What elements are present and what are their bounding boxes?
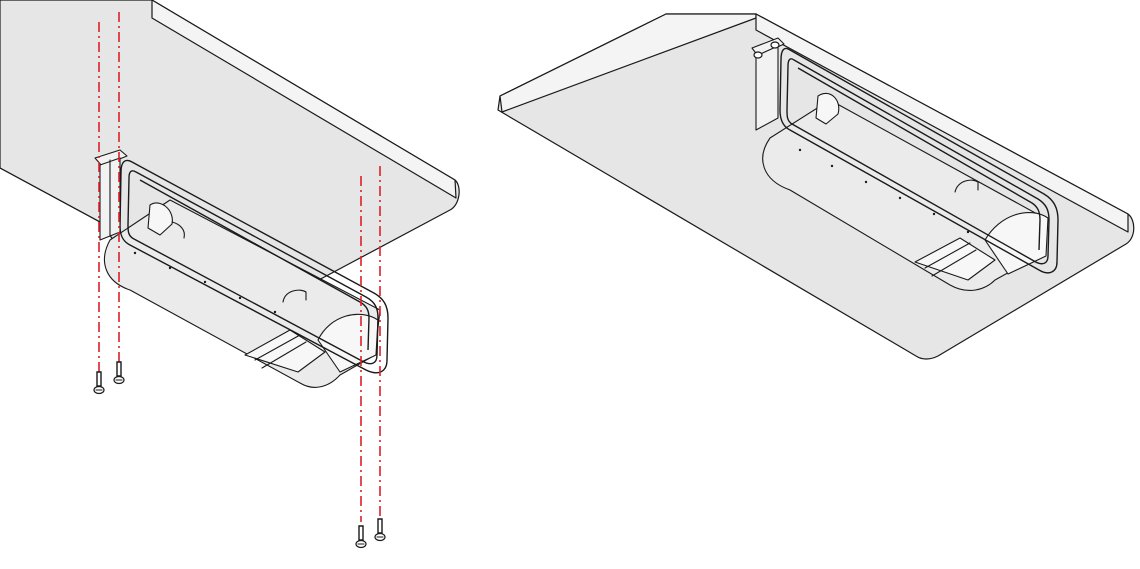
tray-slots-left [133, 251, 277, 314]
screw-icon [113, 361, 125, 385]
panel-installed-result [497, 13, 1135, 360]
screw-icon [93, 371, 105, 395]
panel-installation-step [0, 0, 460, 549]
screw-icon [374, 518, 386, 542]
tray-slots-right [798, 148, 970, 234]
tray-frame-left [119, 159, 389, 374]
mounting-bracket-left [94, 149, 128, 241]
mounting-bracket-right [751, 37, 785, 131]
tray-frame-right [779, 47, 1059, 274]
screws [93, 361, 386, 549]
screw-icon [355, 525, 367, 549]
guide-lines-left [98, 12, 381, 522]
